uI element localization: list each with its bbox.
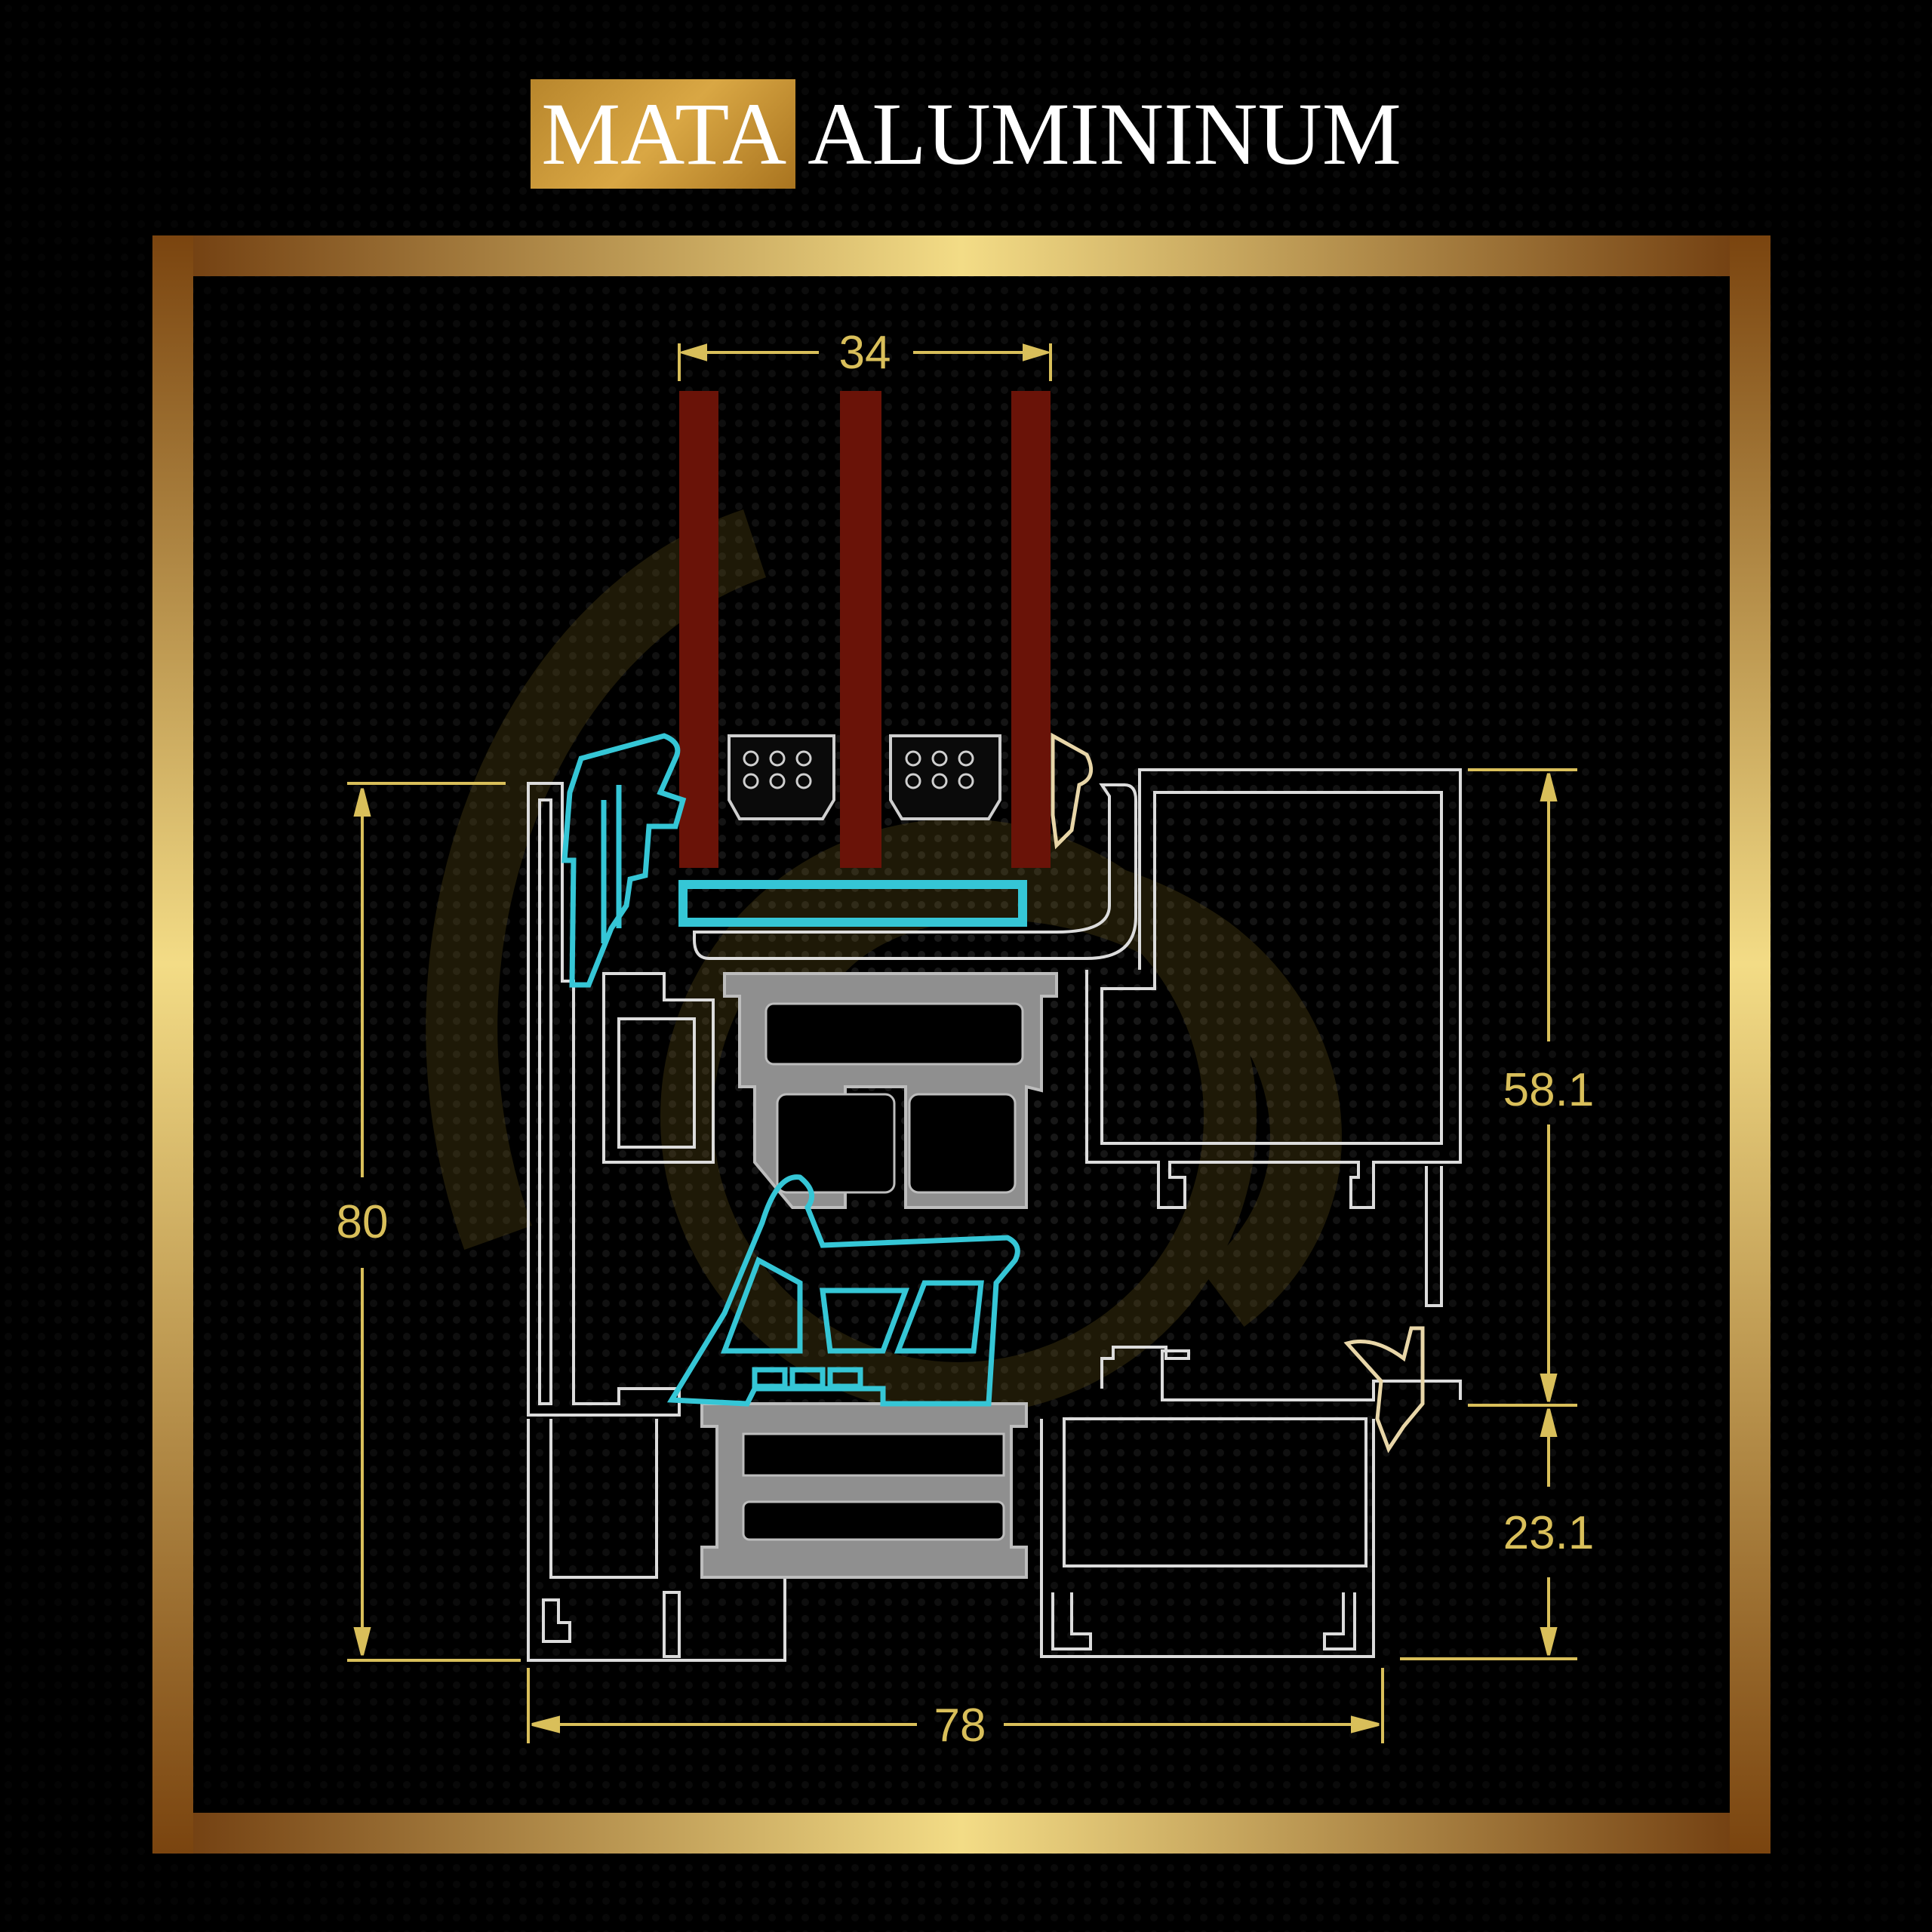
glass-pane-middle — [840, 391, 881, 868]
brand-name: ALUMININUM — [808, 84, 1401, 183]
brand-logo: MATA ALUMININUM — [0, 79, 1932, 189]
setting-block — [678, 880, 1027, 927]
thermal-break-lower — [700, 1402, 1028, 1579]
inner-gaskets — [1051, 732, 1425, 1454]
glass-pane-outer — [679, 391, 718, 868]
dimension-lines — [347, 343, 1577, 1743]
dimension-total-width: 78 — [934, 1700, 986, 1752]
dimension-glass-width: 34 — [839, 327, 891, 379]
aluminium-profile — [527, 768, 1462, 1662]
gasket-centre-seal — [666, 1174, 1020, 1407]
dimension-sash-height: 58.1 — [1503, 1064, 1595, 1116]
dimension-total-height: 80 — [337, 1196, 389, 1248]
gaskets — [561, 733, 1020, 1407]
brand-highlight: MATA — [531, 79, 796, 189]
watermark-logo — [426, 509, 1342, 1415]
glass-spacers — [728, 734, 1001, 820]
spacer-left — [728, 734, 835, 820]
gasket-outer-glazing — [561, 733, 687, 988]
glass-pane-inner — [1011, 391, 1051, 868]
gold-frame — [152, 235, 1770, 1854]
dimension-frame-height: 23.1 — [1503, 1507, 1595, 1559]
glass-panes — [679, 391, 1051, 868]
